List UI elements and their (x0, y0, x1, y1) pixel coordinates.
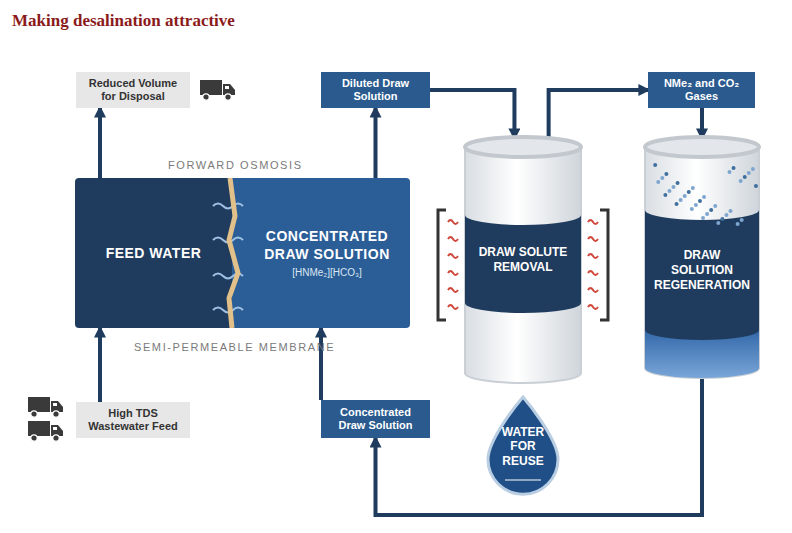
truck-icon (28, 421, 63, 441)
node-text: FEED WATER (106, 245, 202, 261)
flow-arrow (376, 376, 703, 515)
node-text: Concentrated Draw Solution (327, 406, 424, 432)
flow-arrow (549, 90, 648, 138)
node-text: DRAW SOLUTE REMOVAL (476, 245, 570, 275)
process-box: Concentrated Draw Solution (321, 400, 430, 438)
truck-icon (200, 80, 235, 100)
output-box: Reduced Volume for Disposal (76, 72, 190, 108)
draw-solution-chamber: CONCENTRATED DRAW SOLUTION [HNMe₂][HCO₃] (232, 178, 410, 328)
node-text: WATER FOR REUSE (499, 425, 547, 468)
water-drop: WATER FOR REUSE (485, 395, 561, 497)
process-box: Diluted Draw Solution (321, 72, 430, 108)
flow-arrow (98, 328, 102, 402)
node-text: DRAW SOLUTION REGENERATION (654, 248, 750, 293)
node-text: [HNMe₂][HCO₃] (292, 267, 362, 278)
flow-arrow (374, 108, 378, 178)
flow-arrow (700, 108, 704, 138)
heater-bracket (600, 210, 608, 320)
regeneration-vessel: DRAW SOLUTION REGENERATION (642, 135, 762, 380)
node-text: CONCENTRATED DRAW SOLUTION (250, 228, 404, 263)
removal-vessel: DRAW SOLUTE REMOVAL (462, 135, 584, 385)
process-box: NMe₂ and CO₂ Gases (648, 72, 755, 108)
section-label: SEMI-PERMEABLE MEMBRANE (134, 341, 335, 353)
title: Making desalination attractive (12, 11, 235, 31)
input-box: High TDS Wastewater Feed (76, 402, 190, 438)
section-label: FORWARD OSMOSIS (168, 159, 303, 171)
feed-water-chamber: FEED WATER (75, 178, 232, 328)
node-text: Diluted Draw Solution (327, 77, 424, 103)
flow-arrow (319, 328, 323, 400)
node-text: High TDS Wastewater Feed (82, 407, 184, 433)
flow-arrow (430, 90, 514, 138)
flow-arrow (98, 108, 102, 178)
node-text: NMe₂ and CO₂ Gases (654, 77, 749, 103)
node-text: Reduced Volume for Disposal (82, 77, 184, 103)
heater-bracket (438, 210, 446, 320)
truck-icon (28, 397, 63, 417)
